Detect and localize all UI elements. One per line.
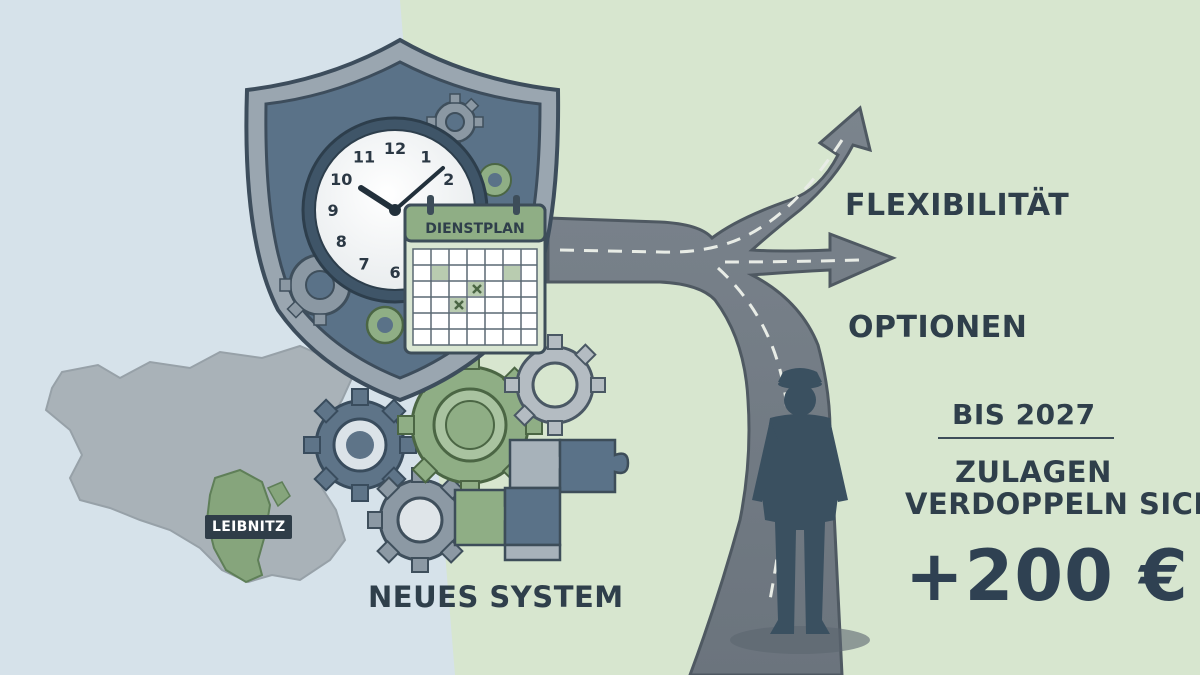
amount-label: +200 € [905,535,1189,617]
clock-numeral: 10 [330,170,352,189]
allowance-line-2: VERDOPPELN SICH [905,487,1200,521]
new-system-label: NEUES SYSTEM [368,580,624,614]
location-tag: LEIBNITZ [205,515,293,539]
clock-numeral: 2 [443,170,454,189]
clock-numeral: 11 [353,147,375,166]
clock-numeral: 7 [358,255,369,274]
flexibility-label: FLEXIBILITÄT [845,188,1070,223]
clock-numeral: 12 [384,139,406,158]
gear-cluster [303,334,630,573]
calendar-title: DIENSTPLAN [425,221,524,237]
clock-numeral: 6 [389,263,400,282]
divider [938,437,1114,439]
year-label: BIS 2027 [952,398,1096,431]
clock-numeral: 8 [336,232,347,251]
clock-numeral: 9 [327,201,338,220]
allowance-line-1: ZULAGEN [955,455,1112,489]
shield: 121234567891011 DIENSTPLAN [244,37,561,403]
police-officer [730,368,870,654]
calendar-dienstplan: DIENSTPLAN [403,195,547,355]
clock-numeral: 1 [420,147,431,166]
options-label: OPTIONEN [848,310,1028,345]
